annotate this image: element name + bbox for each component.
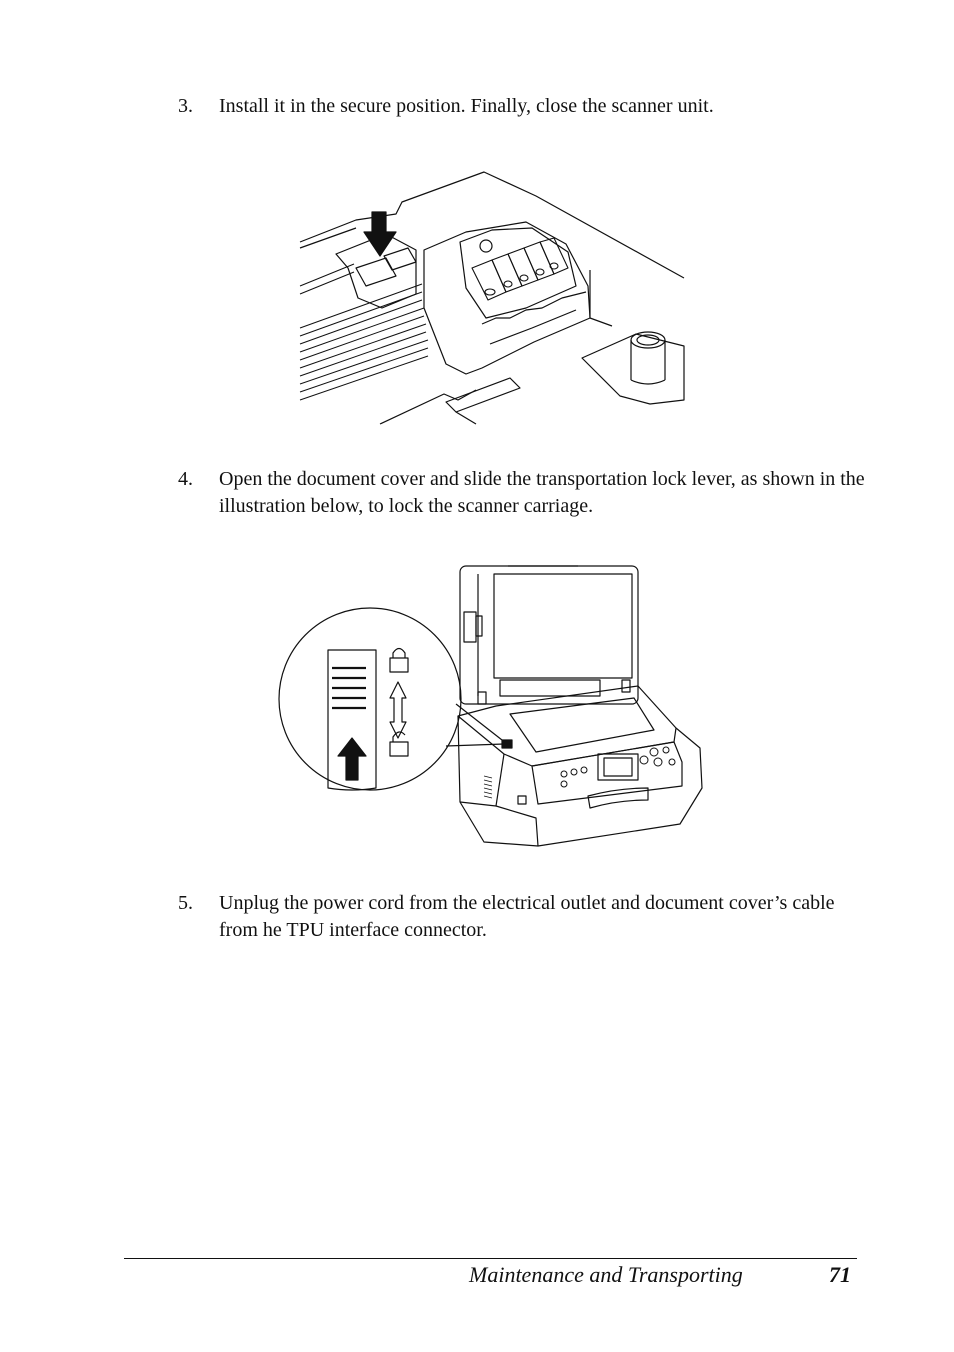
- step-text: Open the document cover and slide the tr…: [219, 468, 865, 517]
- footer-section-title: Maintenance and Transporting: [469, 1262, 743, 1287]
- page-number: 71: [829, 1262, 851, 1287]
- cartridge-install-illustration: [299, 171, 685, 425]
- step-3: 3. Install it in the secure position. Fi…: [178, 93, 868, 120]
- step-5: 5. Unplug the power cord from the electr…: [178, 890, 868, 944]
- step-text: Unplug the power cord from the electrica…: [219, 892, 835, 941]
- step-number: 5.: [178, 892, 193, 914]
- transport-lock-illustration: [278, 565, 703, 847]
- step-4: 4. Open the document cover and slide the…: [178, 466, 868, 520]
- footer-divider: [124, 1258, 857, 1259]
- step-number: 4.: [178, 468, 193, 490]
- step-number: 3.: [178, 95, 193, 117]
- step-text: Install it in the secure position. Final…: [219, 95, 714, 117]
